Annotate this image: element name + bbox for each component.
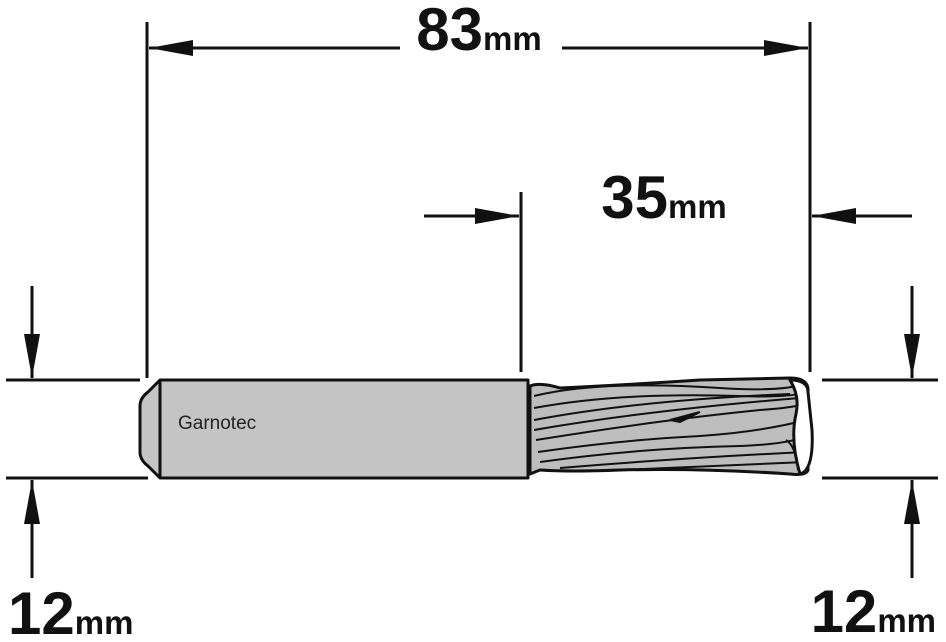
flute-tip-inner xyxy=(785,439,799,471)
brand-label: Garnotec xyxy=(178,413,256,434)
extension-lines xyxy=(6,22,938,480)
dim-cut-unit: mm xyxy=(668,188,727,225)
dim-total-value: 83 xyxy=(416,0,483,63)
flute-tip xyxy=(788,378,814,476)
dim-label-cutting-diameter: 12mm xyxy=(811,578,936,642)
flute-body xyxy=(528,376,810,476)
dim-shank-value: 12 xyxy=(8,580,75,642)
dim-label-shank-diameter: 12mm xyxy=(8,580,133,642)
dim-tip-value: 12 xyxy=(811,578,878,642)
dim-label-cutting-length: 35mm xyxy=(601,164,726,231)
dim-label-total-length: 83mm xyxy=(416,0,541,63)
shank xyxy=(138,378,530,480)
dim-cut-value: 35 xyxy=(601,164,668,231)
dim-total-unit: mm xyxy=(483,20,542,57)
dim-tip-unit: mm xyxy=(877,602,936,639)
dim-shank-unit: mm xyxy=(75,604,134,641)
flute-spiral-lines xyxy=(533,383,807,471)
router-bit: Garnotec xyxy=(138,376,814,480)
